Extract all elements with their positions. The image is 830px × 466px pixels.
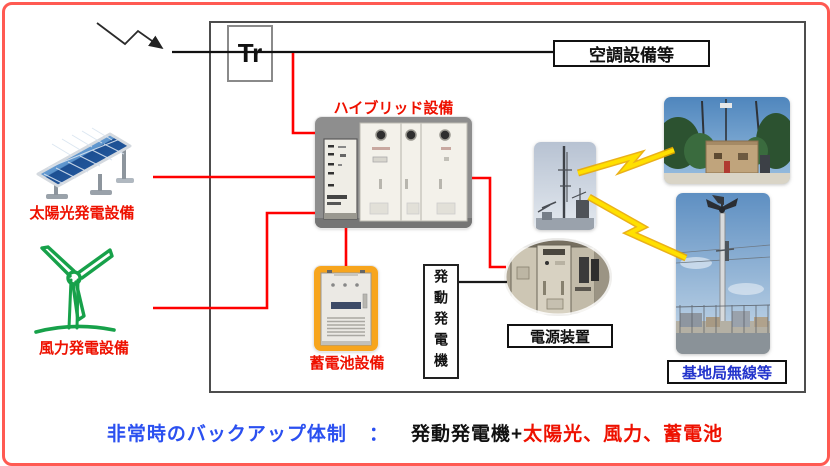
hybrid-equipment-photo (315, 117, 472, 228)
hilltop-station-photo (664, 97, 790, 184)
wind-turbine-icon (34, 245, 116, 334)
transformer-label: Tr (237, 38, 263, 68)
aircon-label: 空調設備等 (589, 46, 674, 65)
antenna-mast-image (534, 142, 596, 230)
wind-turbine-image (30, 240, 120, 336)
power-supply-photo (503, 237, 613, 317)
transformer-box: Tr (227, 25, 273, 82)
caption-colon: ： (368, 424, 389, 445)
caption-renewables: 太陽光、風力、蓄電池 (523, 424, 724, 445)
base-station-label: 基地局無線等 (681, 364, 772, 382)
solar-panel-image (28, 126, 138, 206)
power-supply-label: 電源装置 (529, 328, 590, 346)
wind-label: 風力発電設備 (38, 340, 129, 357)
hybrid-cabinets-image (315, 117, 472, 228)
aircon-equipment-box: 空調設備等 (553, 40, 710, 67)
base-station-label-box: 基地局無線等 (667, 360, 787, 384)
generator-label: 発動発電機 (433, 269, 449, 374)
speaker-pole-image (676, 193, 770, 354)
caption: 非常時のバックアップ体制 ： 発動発電機+太陽光、風力、蓄電池 (0, 419, 830, 446)
battery-cabinet-image (314, 266, 378, 351)
solar-panel-icon (36, 127, 134, 199)
battery-equipment-photo (314, 266, 378, 351)
hilltop-station-image (664, 97, 790, 184)
grid-supply-arrow (96, 22, 164, 50)
hybrid-equipment-label: ハイブリッド設備 (333, 100, 454, 117)
caption-prefix: 非常時のバックアップ体制 (106, 424, 347, 445)
power-supply-image (503, 237, 613, 317)
antenna-mast-photo (534, 142, 596, 230)
schematic-boundary (209, 21, 806, 393)
battery-label: 蓄電池設備 (309, 355, 385, 372)
caption-generator: 発動発電機+ (410, 424, 524, 445)
solar-label: 太陽光発電設備 (29, 205, 135, 222)
speaker-pole-photo (676, 193, 770, 354)
generator-box: 発動発電機 (423, 264, 459, 379)
power-supply-label-box: 電源装置 (507, 324, 613, 348)
